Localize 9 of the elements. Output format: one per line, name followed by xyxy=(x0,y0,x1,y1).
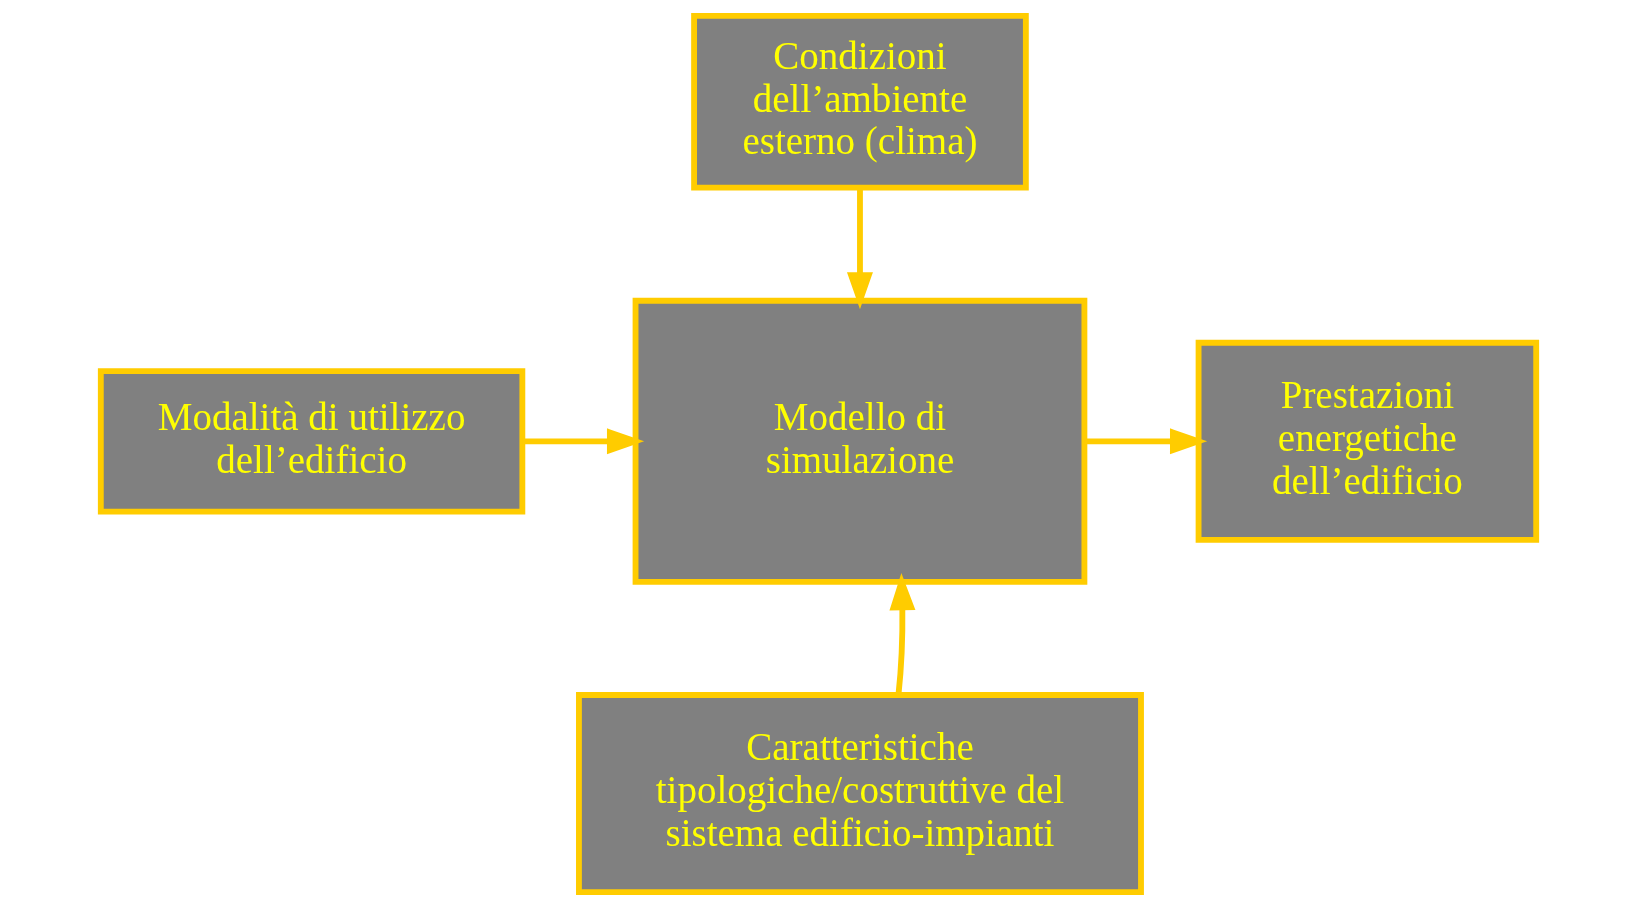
arrow xyxy=(846,188,873,310)
node-box: Modello di simulazione xyxy=(632,297,1087,585)
node-box: Condizioni dell’ambiente esterno (clima) xyxy=(690,12,1029,191)
node-box: Modalità di utilizzo dell’edificio xyxy=(97,368,525,515)
node-box: Prestazioni energetiche dell’edificio xyxy=(1195,339,1539,543)
arrow xyxy=(522,428,644,455)
node-box: Caratteristiche tipologiche/costruttive del sistema edificio-impianti xyxy=(575,692,1144,896)
arrow xyxy=(888,573,915,695)
arrow xyxy=(1083,428,1207,455)
